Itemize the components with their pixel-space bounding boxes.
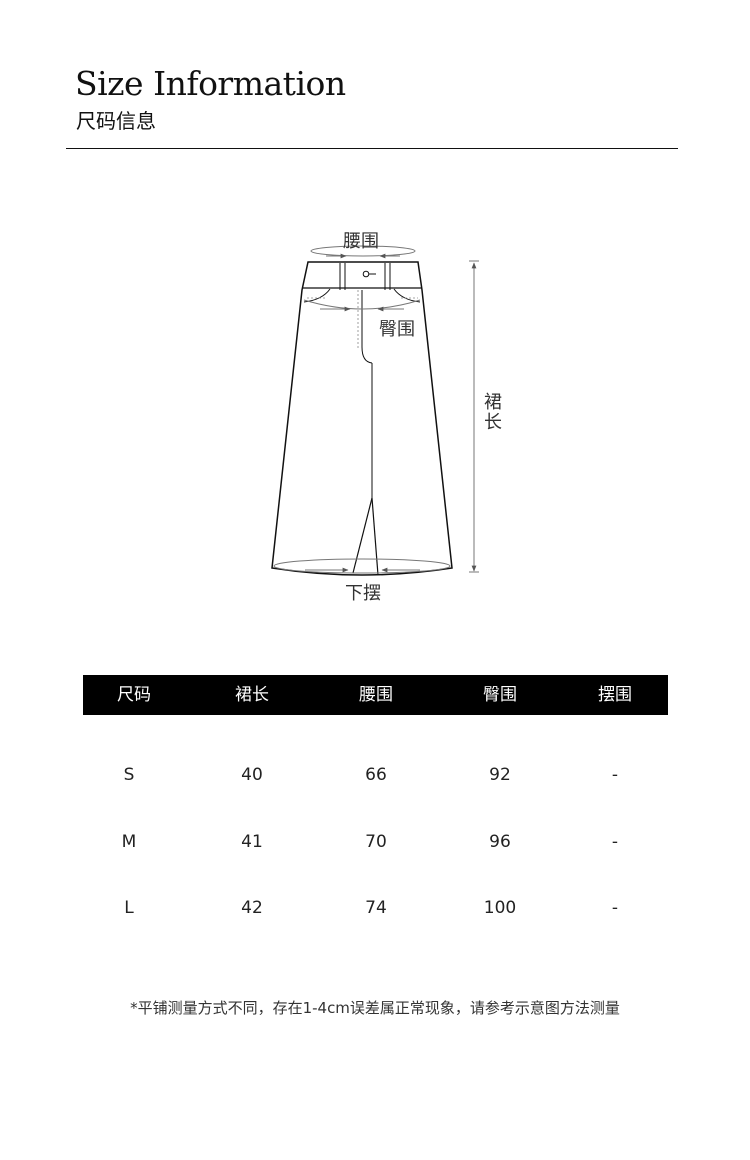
column-header-hip: 臀围 xyxy=(483,685,517,705)
size-table-header: 尺码 裙长 腰围 臀围 摆围 xyxy=(83,675,668,715)
column-header-size: 尺码 xyxy=(117,685,151,705)
cell-waist: 70 xyxy=(365,832,387,852)
hem-label: 下摆 xyxy=(345,583,381,604)
page-title-en: Size Information xyxy=(75,64,346,103)
cell-waist: 66 xyxy=(365,765,387,785)
cell-size: L xyxy=(124,898,134,918)
cell-length: 41 xyxy=(241,832,263,852)
page-title-cn: 尺码信息 xyxy=(76,109,156,133)
waist-measure xyxy=(310,245,416,259)
length-measure xyxy=(469,260,479,573)
column-header-length: 裙长 xyxy=(235,685,269,705)
cell-size: M xyxy=(121,832,137,852)
length-label: 裙长 xyxy=(484,392,502,433)
skirt-outline xyxy=(271,261,453,576)
waist-label: 腰围 xyxy=(343,231,379,252)
cell-length: 40 xyxy=(241,765,263,785)
hip-label: 臀围 xyxy=(379,319,415,340)
hip-measure xyxy=(303,299,421,312)
cell-hip: 92 xyxy=(489,765,511,785)
column-header-hem: 摆围 xyxy=(598,685,632,705)
column-header-waist: 腰围 xyxy=(359,685,393,705)
title-divider xyxy=(66,148,678,149)
cell-hem: - xyxy=(611,832,619,852)
cell-hip: 96 xyxy=(489,832,511,852)
measurement-note: *平铺测量方式不同，存在1-4cm误差属正常现象，请参考示意图方法测量 xyxy=(130,999,620,1017)
hem-measure xyxy=(273,558,451,574)
cell-waist: 74 xyxy=(365,898,387,918)
cell-length: 42 xyxy=(241,898,263,918)
cell-hip: 100 xyxy=(483,898,517,918)
cell-hem: - xyxy=(611,898,619,918)
cell-size: S xyxy=(123,765,135,785)
cell-hem: - xyxy=(611,765,619,785)
skirt-diagram xyxy=(271,245,479,576)
